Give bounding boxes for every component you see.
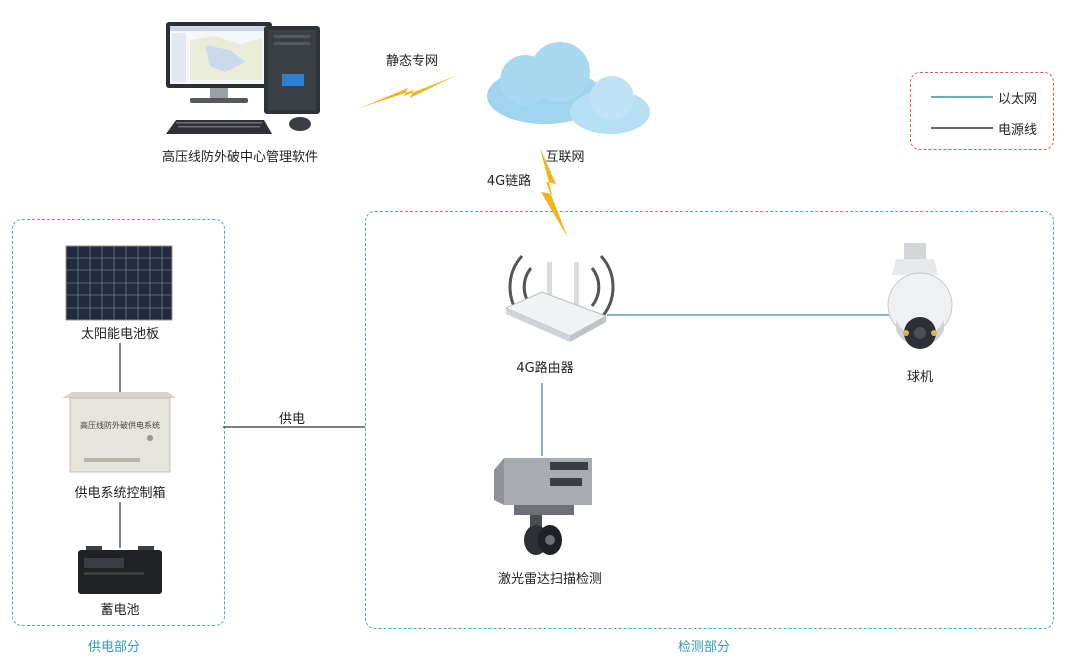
control-box-label: 供电系统控制箱 (74, 486, 166, 501)
battery-icon (78, 546, 162, 594)
lidar-label: 激光雷达扫描检测 (497, 572, 602, 587)
legend-ethernet-label: 以太网 (998, 92, 1038, 107)
control-box-icon (62, 392, 176, 473)
solar-panel-icon (65, 245, 173, 321)
battery-label: 蓄电池 (100, 603, 140, 618)
solar-panel-label: 太阳能电池板 (80, 327, 159, 342)
detection-section-box (365, 211, 1054, 629)
4g-link-label: 4G链路 (486, 174, 532, 189)
lidar-scanner-icon (494, 458, 592, 555)
router-icon (504, 254, 615, 342)
legend-box (910, 72, 1054, 150)
4g-link-lightning-icon (540, 148, 568, 238)
center-software-label: 高压线防外破中心管理软件 (161, 150, 318, 165)
control-box-plate-label: 高压线防外破供电系统 (80, 421, 160, 430)
detection-section-label: 检测部分 (678, 640, 731, 655)
dome-camera-icon (887, 243, 953, 349)
legend-power-label: 电源线 (998, 123, 1038, 138)
private-net-lightning-icon (360, 76, 455, 108)
power-supply-label: 供电 (278, 412, 305, 427)
computer-icon (166, 22, 320, 134)
camera-label: 球机 (906, 370, 933, 385)
private-net-label: 静态专网 (385, 54, 438, 69)
internet-cloud-icon (487, 42, 650, 134)
router-label: 4G路由器 (516, 361, 574, 376)
internet-label: 互联网 (545, 150, 585, 165)
power-section-box (12, 219, 225, 626)
power-section-label: 供电部分 (88, 640, 141, 655)
